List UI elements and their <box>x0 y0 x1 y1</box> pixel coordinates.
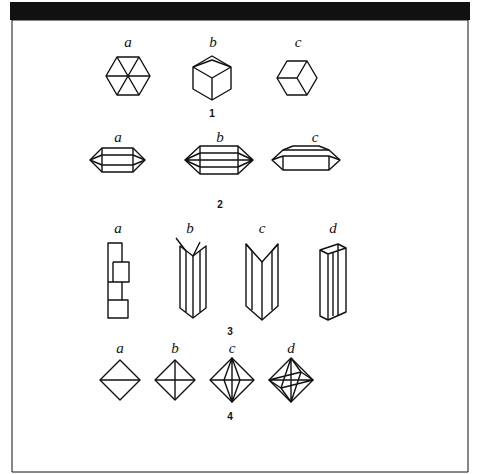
hexagonal-prism-c <box>272 146 340 170</box>
octahedron-b <box>155 360 195 400</box>
header-bar <box>10 2 470 20</box>
figure-letter: b <box>186 221 194 236</box>
octahedron-d <box>269 358 313 402</box>
figure-letter: c <box>259 221 266 236</box>
figure-letter: d <box>287 341 295 356</box>
figure-letter: b <box>171 341 179 356</box>
cube-view <box>193 56 231 100</box>
rhombohedron-view <box>277 61 317 95</box>
figure-letter: b <box>209 35 217 50</box>
figure-number: 1 <box>209 109 215 119</box>
figure-letter: a <box>114 130 122 145</box>
twin-crystal-a <box>108 243 129 318</box>
figure-letter: c <box>229 341 236 356</box>
twin-crystal-b <box>176 238 206 318</box>
octahedron-a <box>100 360 140 400</box>
figure-letter: a <box>124 35 132 50</box>
figure-letter: b <box>216 130 224 145</box>
figure-number: 4 <box>227 412 233 422</box>
figure-letter: a <box>114 221 122 236</box>
twin-crystal-d <box>320 244 346 320</box>
twin-crystal-c <box>246 244 278 320</box>
figure-number: 2 <box>217 200 223 210</box>
figure-letter: d <box>329 221 337 236</box>
figure-number: 3 <box>227 327 233 337</box>
hexagon-view <box>106 57 150 95</box>
figure-letter: c <box>312 130 319 145</box>
hexagonal-prism-a <box>90 148 145 172</box>
figure-letter: c <box>295 35 302 50</box>
hexagonal-prism-b <box>185 146 253 174</box>
figure-letter: a <box>116 341 124 356</box>
frame <box>12 20 468 472</box>
octahedron-c <box>210 358 254 402</box>
